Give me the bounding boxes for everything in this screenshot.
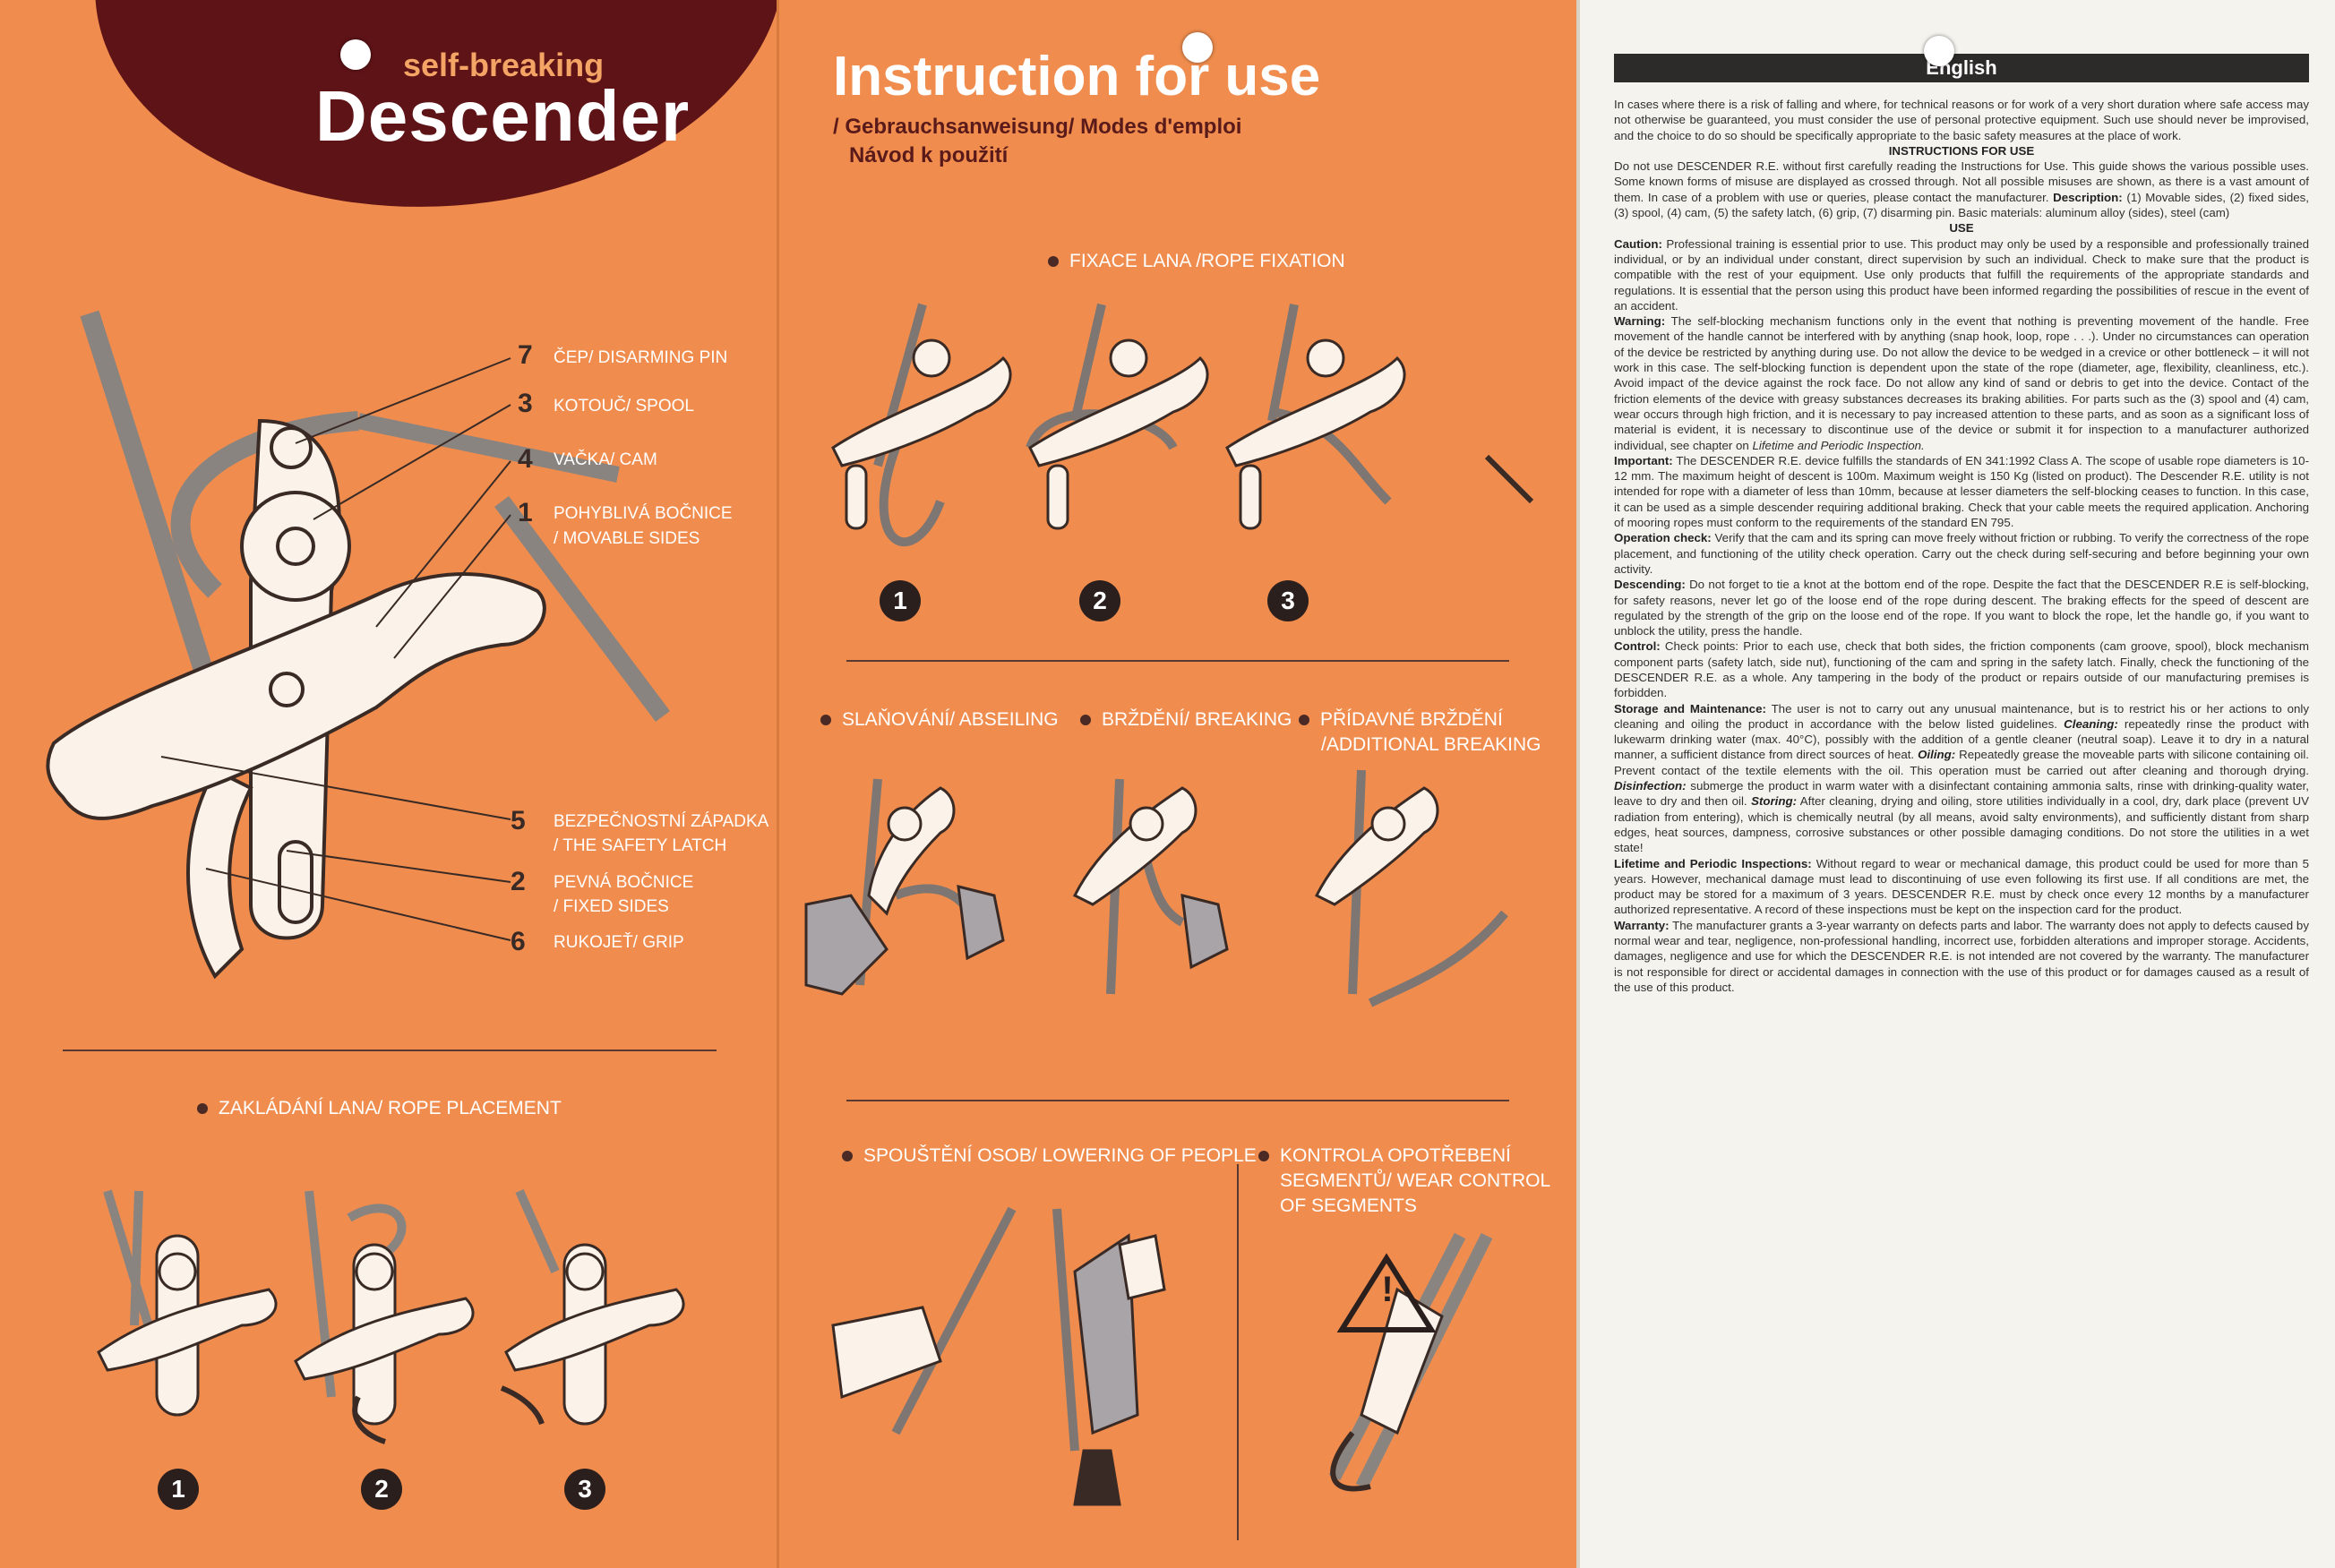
section-wear-control: KONTROLA OPOTŘEBENÍ <box>1258 1144 1511 1169</box>
descending-paragraph: Descending: Do not forget to tie a knot … <box>1614 578 2309 638</box>
part-number: 5 <box>511 806 526 835</box>
part-number: 4 <box>518 444 533 474</box>
part-label-movable-sides: POHYBLIVÁ BOČNICE <box>554 504 733 523</box>
part-number: 6 <box>511 927 526 956</box>
part-label-fixed-sides: PEVNÁ BOČNICE <box>554 873 694 892</box>
part-label-spool: KOTOUČ/ SPOOL <box>554 397 694 416</box>
divider <box>63 1050 717 1051</box>
part-label-movable-sides-en: / MOVABLE SIDES <box>554 529 700 548</box>
descender-diagram <box>46 310 685 1444</box>
subtitle-languages: / Gebrauchsanweisung/ Modes d'emploi <box>833 115 1242 139</box>
section-rope-fixation: FIXACE LANA /ROPE FIXATION <box>1048 249 1345 274</box>
part-number: 2 <box>511 867 526 896</box>
instructions-paragraph: Do not use DESCENDER R.E. without first … <box>1614 159 2309 220</box>
part-label-fixed-sides-en: / FIXED SIDES <box>554 897 669 916</box>
section-wear-control-2: SEGMENTŮ/ WEAR CONTROL <box>1280 1170 1551 1191</box>
language-header: English <box>1614 54 2309 82</box>
part-label-safety-latch: BEZPEČNOSTNÍ ZÁPADKA <box>554 812 769 831</box>
important-paragraph: Important: The DESCENDER R.E. device ful… <box>1614 453 2309 530</box>
storage-paragraph: Storage and Maintenance: The user is not… <box>1614 701 2310 855</box>
punch-hole <box>340 39 371 70</box>
control-paragraph: Control: Check points: Prior to each use… <box>1614 639 2309 700</box>
step-3-badge: 3 <box>564 1469 605 1510</box>
caution-paragraph: Caution: Professional training is essent… <box>1614 236 2309 313</box>
instruction-illustrations <box>804 303 1534 1540</box>
page-title: Instruction for use <box>833 46 1321 107</box>
step-1-badge: 1 <box>158 1469 199 1510</box>
intro-paragraph: In cases where there is a risk of fallin… <box>1614 98 2309 142</box>
logo-subtitle: self-breaking <box>403 47 605 83</box>
part-number: 1 <box>518 498 533 527</box>
panel-left: self-breaking Descender <box>0 0 777 1568</box>
divider <box>846 1100 1509 1101</box>
lifetime-paragraph: Lifetime and Periodic Inspections: Witho… <box>1614 856 2309 917</box>
divider <box>846 660 1509 662</box>
part-label-grip: RUKOJEŤ/ GRIP <box>554 933 684 952</box>
warning-paragraph: Warning: The self-blocking mechanism fun… <box>1614 314 2309 452</box>
fixation-step-1: 1 <box>880 580 921 621</box>
section-additional-breaking-en: /ADDITIONAL BREAKING <box>1321 734 1541 755</box>
section-lowering: SPOUŠTĚNÍ OSOB/ LOWERING OF PEOPLE <box>842 1144 1257 1169</box>
operation-paragraph: Operation check: Verify that the cam and… <box>1614 531 2309 576</box>
step-2-badge: 2 <box>361 1469 402 1510</box>
subtitle-czech: Návod k použití <box>849 143 1009 167</box>
punch-hole <box>1924 36 1954 66</box>
section-rope-placement: ZAKLÁDÁNÍ LANA/ ROPE PLACEMENT <box>197 1096 562 1121</box>
fixation-step-2: 2 <box>1079 580 1120 621</box>
section-abseiling: SLAŇOVÁNÍ/ ABSEILING <box>820 707 1059 733</box>
heading-use: USE <box>1949 221 1974 236</box>
heading-instructions: INSTRUCTIONS FOR USE <box>1888 143 2035 158</box>
panel-middle: Instruction for use / Gebrauchsanweisung… <box>777 0 1576 1568</box>
fixation-step-3: 3 <box>1267 580 1309 621</box>
section-wear-control-3: OF SEGMENTS <box>1280 1195 1417 1216</box>
section-breaking: BRŽDĚNÍ/ BREAKING <box>1080 707 1292 733</box>
warranty-paragraph: Warranty: The manufacturer grants a 3-ye… <box>1614 918 2309 994</box>
english-text: In cases where there is a risk of fallin… <box>1614 97 2309 995</box>
punch-hole <box>1182 32 1213 63</box>
logo-title: Descender <box>315 76 691 156</box>
part-number: 7 <box>518 340 533 370</box>
warning-icon: ! <box>1381 1270 1394 1309</box>
part-label-safety-latch-en: / THE SAFETY LATCH <box>554 836 727 855</box>
part-label-disarming-pin: ČEP/ DISARMING PIN <box>554 348 728 367</box>
panel-right: English In cases where there is a risk o… <box>1576 0 2335 1568</box>
section-additional-breaking: PŘÍDAVNÉ BRŽDĚNÍ <box>1299 707 1503 733</box>
part-label-cam: VAČKA/ CAM <box>554 450 657 469</box>
part-number: 3 <box>518 389 533 418</box>
